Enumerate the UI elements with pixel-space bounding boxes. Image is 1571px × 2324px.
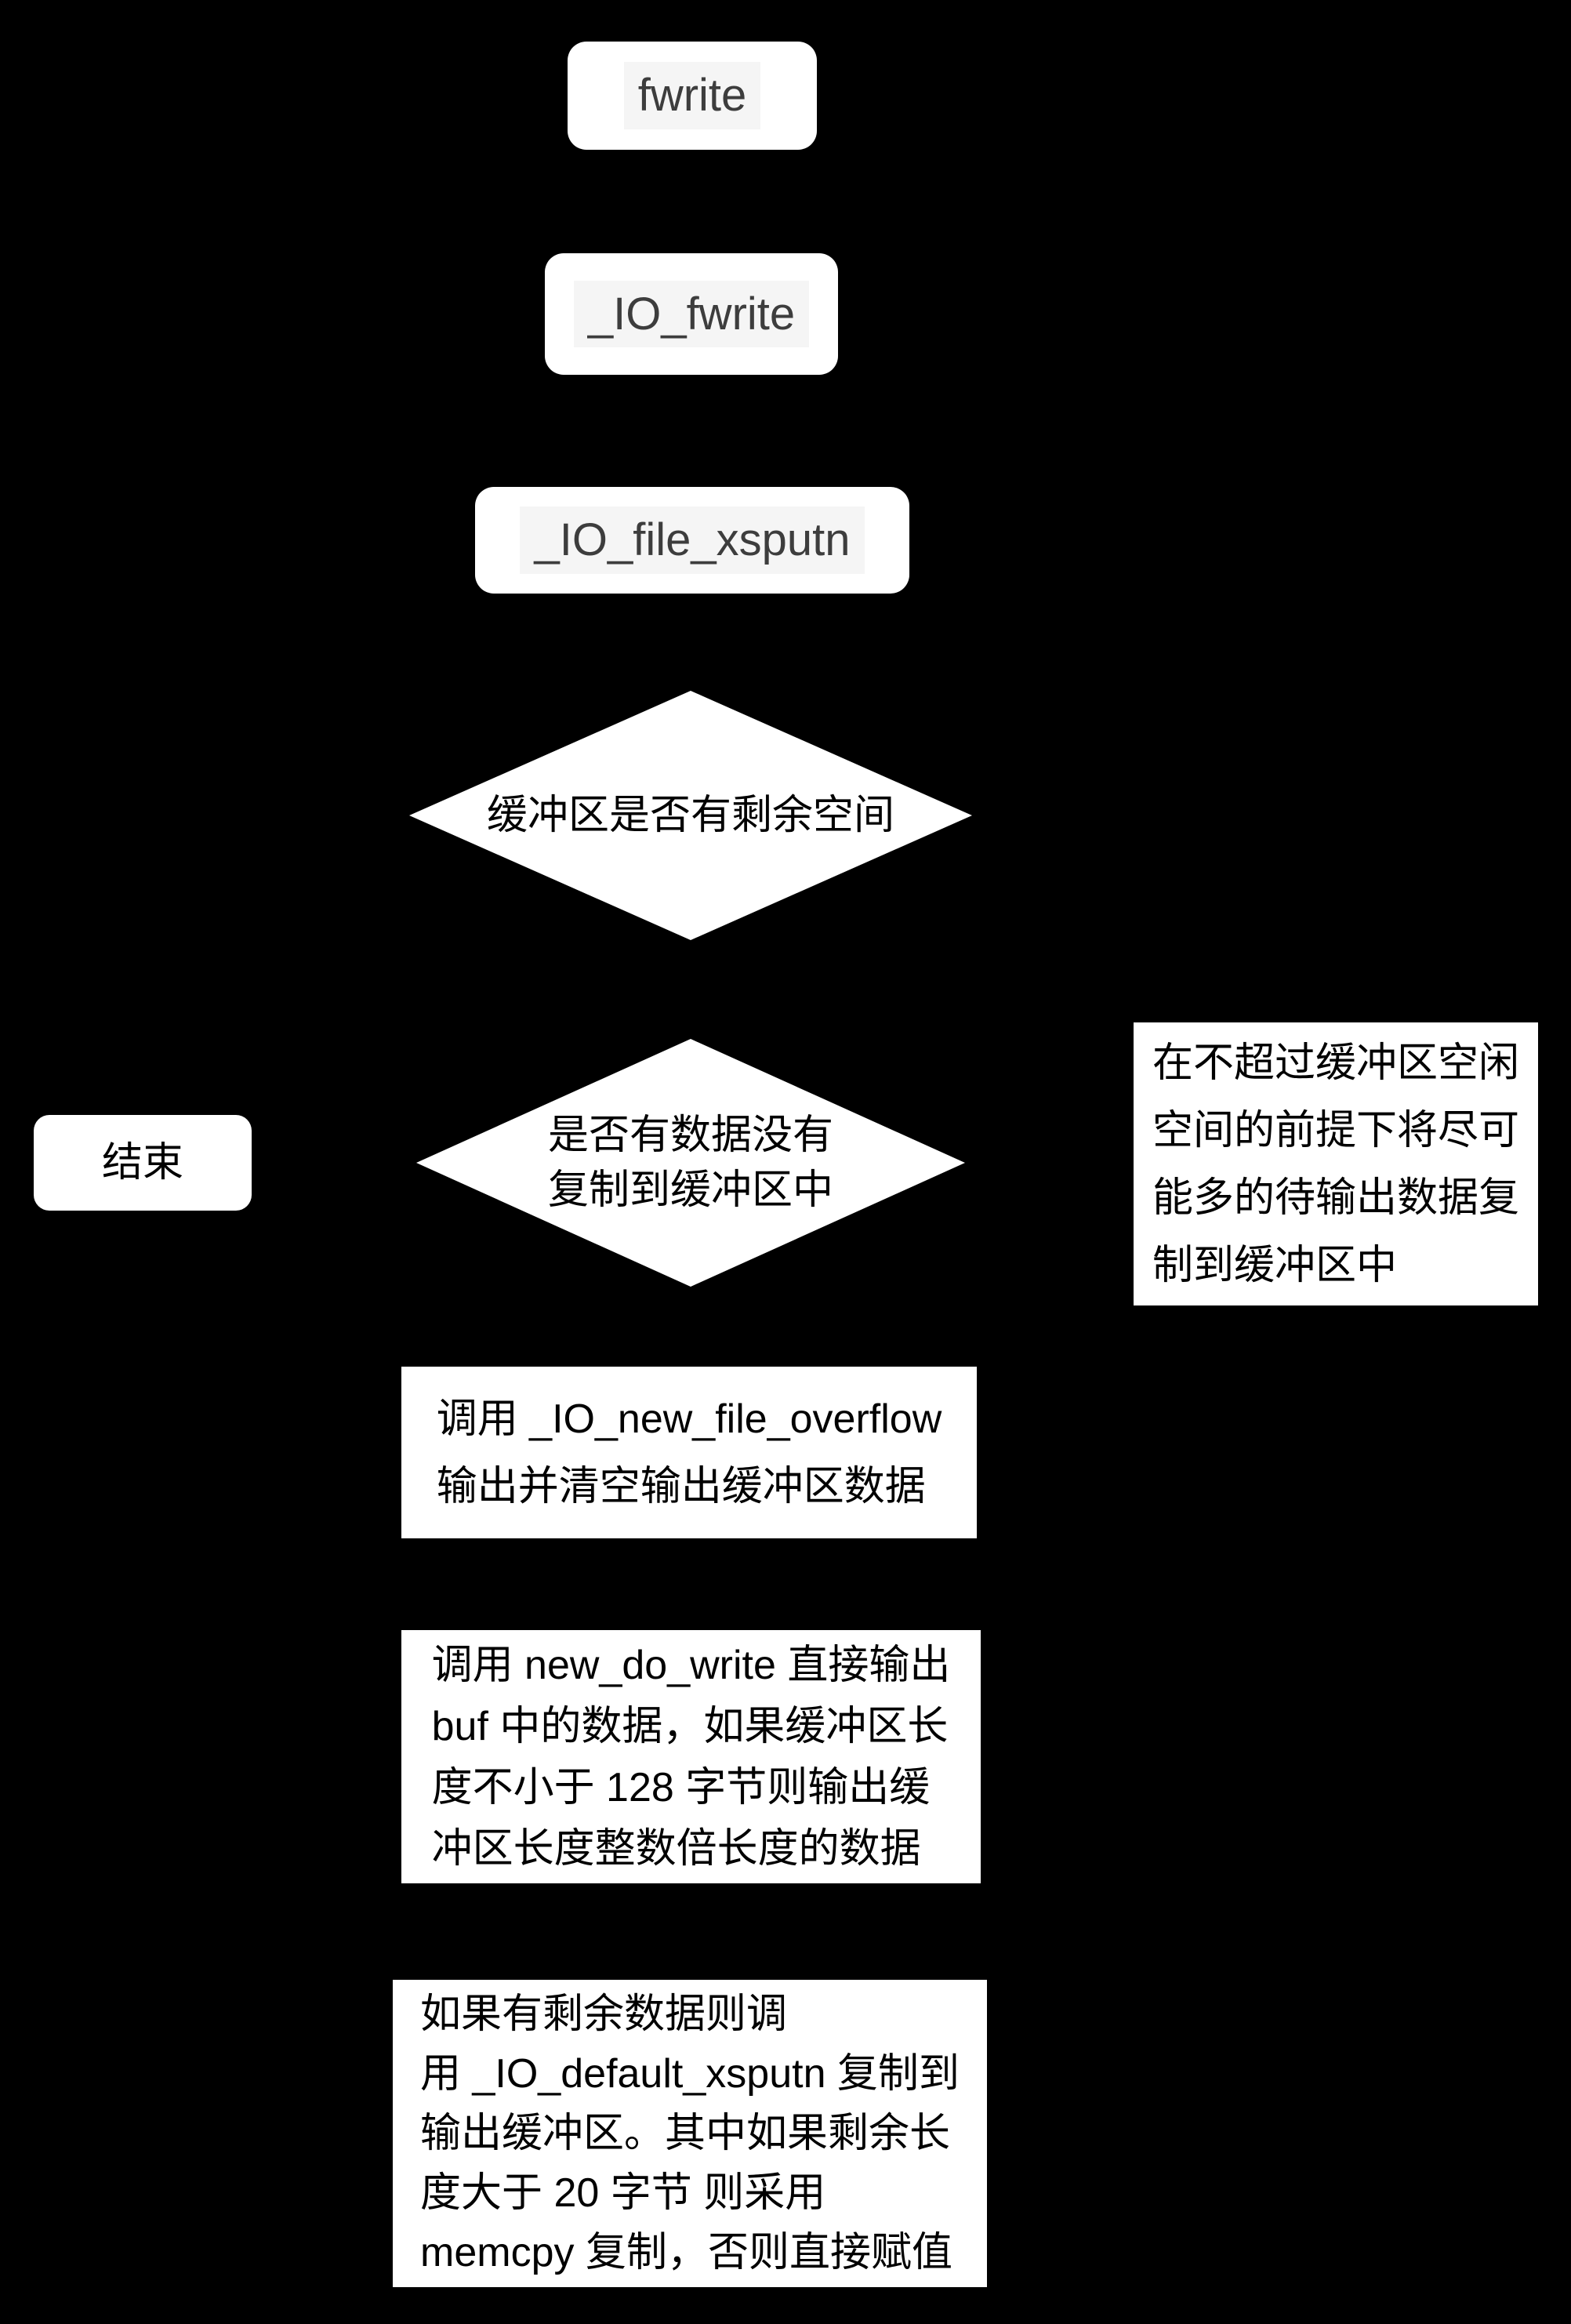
process-new-do-write-text: 调用 new_do_write 直接输出 buf 中的数据，如果缓冲区长 度不小… <box>431 1642 951 1872</box>
process-overflow-box: 调用 _IO_new_file_overflow 输出并清空输出缓冲区数据 <box>401 1367 977 1538</box>
end-label: 结束 <box>101 1140 183 1186</box>
decision-buffer-space-label: 缓冲区是否有剩余空间 <box>486 793 894 838</box>
flowchart-node-fwrite: fwrite <box>568 42 817 150</box>
side-note-box: 在不超过缓冲区空闲 空间的前提下将尽可 能多的待输出数据复 制到缓冲区中 <box>1134 1022 1538 1305</box>
process-default-xsputn-box: 如果有剩余数据则调 用 _IO_default_xsputn 复制到 输出缓冲区… <box>393 1980 987 2287</box>
fwrite-label: fwrite <box>623 62 761 129</box>
decision-remaining-data-label: 是否有数据没有 复制到缓冲区中 <box>547 1113 833 1213</box>
side-note-text: 在不超过缓冲区空闲 空间的前提下将尽可 能多的待输出数据复 制到缓冲区中 <box>1152 1040 1519 1288</box>
process-default-xsputn-text: 如果有剩余数据则调 用 _IO_default_xsputn 复制到 输出缓冲区… <box>420 1992 960 2275</box>
decision-remaining-data-diamond: 是否有数据没有 复制到缓冲区中 <box>416 1039 965 1287</box>
io-file-xsputn-label: _IO_file_xsputn <box>520 507 865 574</box>
decision-buffer-space-diamond: 缓冲区是否有剩余空间 <box>409 691 972 940</box>
process-overflow-text: 调用 _IO_new_file_overflow 输出并清空输出缓冲区数据 <box>436 1396 942 1509</box>
flowchart-node-io-fwrite: _IO_fwrite <box>545 253 838 375</box>
process-new-do-write-box: 调用 new_do_write 直接输出 buf 中的数据，如果缓冲区长 度不小… <box>401 1630 981 1883</box>
io-fwrite-label: _IO_fwrite <box>573 280 810 348</box>
flowchart-node-io-file-xsputn: _IO_file_xsputn <box>475 487 909 594</box>
end-node: 结束 <box>34 1115 252 1211</box>
